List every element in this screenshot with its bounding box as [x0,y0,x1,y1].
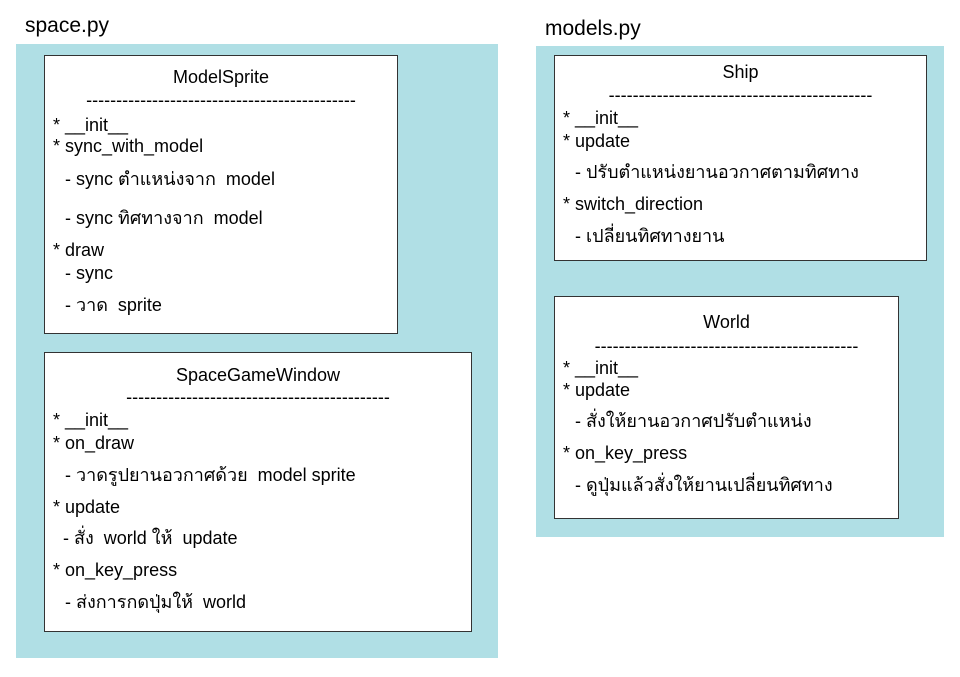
method: * update [563,380,631,400]
method: * switch_direction [563,194,704,214]
separator: ----------------------------------------… [608,85,873,105]
method: * draw [53,240,105,260]
method: * update [563,131,631,151]
method: * update [53,497,121,517]
method: * sync_with_model [53,136,204,156]
method: * __init__ [563,358,639,378]
method-note: - ดูปุ่มแล้วสั่งให้ยานเปลี่ยนทิศทาง [575,475,833,495]
class-name: World [703,312,750,332]
method-note: - sync ตำแหน่งจาก model [65,169,275,189]
method-note: - วาด sprite [65,295,162,315]
class-name: SpaceGameWindow [175,365,341,385]
method: * on_key_press [53,560,178,580]
method: * on_key_press [563,443,688,463]
separator: ----------------------------------------… [126,387,390,407]
method: * __init__ [53,410,129,430]
separator: ----------------------------------------… [594,336,859,356]
class-box-spacegamewindow: SpaceGameWindow ------------------------… [44,352,472,632]
class-box-world: World ----------------------------------… [554,296,899,519]
method: * on_draw [53,433,135,453]
class-name: ModelSprite [172,67,270,87]
method-note: - วาดรูปยานอวกาศด้วย model sprite [65,465,356,485]
method-note: - สั่ง world ให้ update [63,528,238,548]
file-panel-space-py: ModelSprite ----------------------------… [16,44,498,658]
method: * __init__ [53,115,129,135]
class-box-modelsprite: ModelSprite ----------------------------… [44,55,398,334]
method-note: - sync ทิศทางจาก model [65,208,263,228]
method-note: - เปลี่ยนทิศทางยาน [575,226,725,246]
class-box-ship: Ship -----------------------------------… [554,55,927,261]
file-panel-models-py: Ship -----------------------------------… [536,46,944,537]
method-note: - sync [65,263,114,283]
file-title-models-py: models.py [545,17,641,40]
separator: ----------------------------------------… [86,90,356,110]
method-note: - ปรับตำแหน่งยานอวกาศตามทิศทาง [575,162,859,182]
class-name: Ship [722,62,759,82]
file-title-space-py: space.py [25,14,110,37]
method-note: - สั่งให้ยานอวกาศปรับตำแหน่ง [575,411,812,431]
method-note: - ส่งการกดปุ่มให้ world [65,592,246,612]
method: * __init__ [563,108,639,128]
